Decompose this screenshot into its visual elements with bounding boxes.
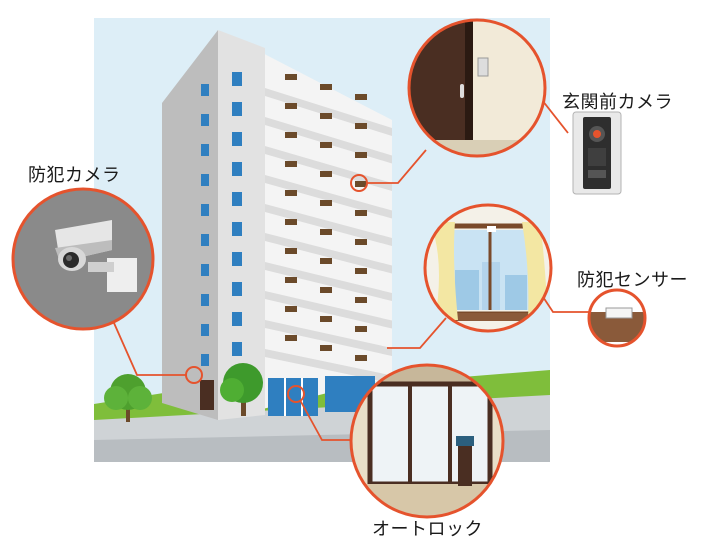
building-window	[232, 252, 242, 266]
building-window	[232, 312, 242, 326]
label-entrance-camera: 玄関前カメラ	[562, 88, 673, 114]
balcony-window	[285, 74, 297, 80]
balcony-window	[355, 123, 367, 129]
balcony-window	[285, 277, 297, 283]
label-auto-lock: オートロック	[372, 515, 483, 541]
building-window	[232, 72, 242, 86]
entrance-intercom-icon	[573, 112, 621, 194]
balcony-window	[320, 258, 332, 264]
balcony-window	[320, 287, 332, 293]
label-security-camera: 防犯カメラ	[28, 161, 121, 187]
building-window	[201, 264, 209, 276]
window-sensor-icon	[585, 290, 655, 350]
label-security-sensor: 防犯センサー	[577, 266, 688, 292]
building-window	[201, 144, 209, 156]
building-window	[201, 114, 209, 126]
balcony-window	[355, 297, 367, 303]
balcony-window	[285, 335, 297, 341]
building-window	[201, 234, 209, 246]
building-window	[232, 102, 242, 116]
balcony-window	[320, 345, 332, 351]
balcony-window	[285, 190, 297, 196]
balcony-window	[285, 161, 297, 167]
building-window	[232, 222, 242, 236]
balcony-window	[355, 181, 367, 187]
building-window	[201, 324, 209, 336]
balcony-window	[285, 306, 297, 312]
balcony-window	[355, 239, 367, 245]
balcony-window	[285, 248, 297, 254]
balcony-window	[285, 132, 297, 138]
balcony-window	[320, 142, 332, 148]
building-window	[201, 294, 209, 306]
balcony-window	[355, 326, 367, 332]
balcony-window	[355, 355, 367, 361]
balcony-window	[355, 152, 367, 158]
balcony-window	[320, 113, 332, 119]
building-window	[232, 162, 242, 176]
building-window	[201, 84, 209, 96]
building-window	[232, 282, 242, 296]
balcony-window	[320, 316, 332, 322]
balcony-window	[355, 210, 367, 216]
balcony-window	[285, 219, 297, 225]
building-window	[232, 192, 242, 206]
balcony-window	[355, 268, 367, 274]
balcony-window	[320, 84, 332, 90]
balcony-window	[355, 94, 367, 100]
building-window	[201, 174, 209, 186]
building-window	[201, 354, 209, 366]
balcony-window	[320, 200, 332, 206]
building-window	[232, 342, 242, 356]
side-door	[200, 380, 214, 410]
building-window	[201, 204, 209, 216]
balcony-window	[320, 171, 332, 177]
building-window	[232, 132, 242, 146]
balcony-window	[320, 229, 332, 235]
balcony-window	[285, 103, 297, 109]
entrance-glass	[268, 378, 318, 416]
